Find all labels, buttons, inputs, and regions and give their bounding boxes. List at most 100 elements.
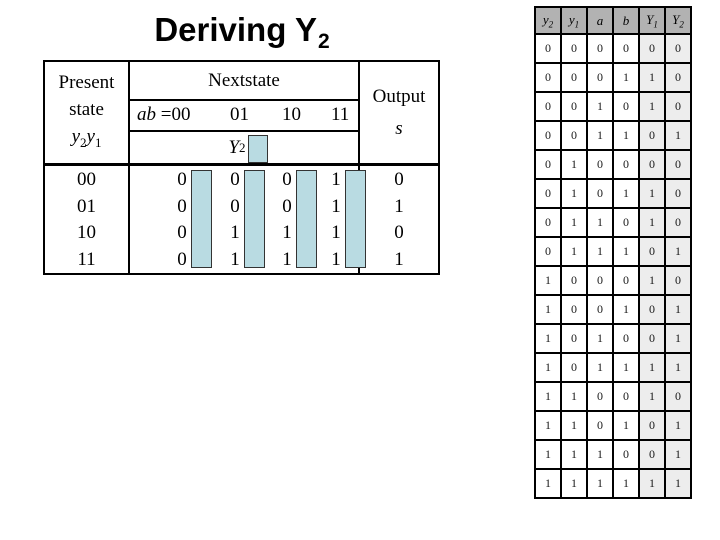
nextstate-value: 0 [230,195,240,217]
header-subscript: 1 [574,19,580,30]
nextstate-value: 0 [177,222,187,243]
truth-table-cell: 0 [638,149,666,180]
nextstate-value: 0 [177,195,187,217]
output-header-label: Output [372,85,426,107]
ab-label-group: ab =00 [137,101,190,129]
truth-table-cell: 0 [664,207,692,238]
truth-table-cell: 1 [664,410,692,441]
truth-table-cell: 0 [612,323,640,354]
truth-table-cell: 1 [586,207,614,238]
truth-table-cell: 0 [638,410,666,441]
truth-table-cell: 0 [586,294,614,325]
truth-table-cell: 0 [560,323,588,354]
truth-table-cell: 0 [612,265,640,296]
truth-table-cell: 0 [638,120,666,151]
nextstate-value: 1 [331,169,341,190]
truth-table-cell: 0 [664,33,692,64]
header-base: Y [672,11,680,27]
truth-table-cell: 0 [612,33,640,64]
nextstate-value: 1 [282,222,292,243]
present-state-header-line2: state [69,99,104,121]
truth-table-cell: 1 [664,352,692,383]
truth-table-cell: 1 [586,236,614,267]
truth-table-cell: 0 [560,294,588,325]
highlight-box [247,134,268,163]
highlight-box [191,170,212,268]
ab-equals: = [156,104,172,125]
truth-table-cell: 1 [534,323,562,354]
truth-table-cell: 1 [586,352,614,383]
truth-table-cell: 0 [586,265,614,296]
truth-table-cell: 0 [664,265,692,296]
ab-col-01: 01 [230,104,249,125]
truth-table-cell: 0 [586,33,614,64]
truth-table-cell: 1 [586,468,614,499]
highlight-box [296,170,317,268]
nextstate-value: 0 [282,169,292,190]
truth-table-cell: 0 [612,381,640,412]
truth-table-cell: 0 [534,178,562,209]
var-y1-sub: 1 [94,134,102,150]
ab-variable: ab [137,104,156,125]
truth-table-cell: 1 [638,468,666,499]
truth-table-header: a [586,6,614,35]
truth-table-cell: 1 [664,468,692,499]
truth-table-cell: 1 [560,381,588,412]
header-base: y [542,11,549,27]
present-state-value: 11 [77,248,96,270]
present-state-value: 01 [77,195,96,217]
nextstate-value: 0 [177,169,187,190]
present-state-header: Present state y2y1 [45,62,128,166]
truth-table-cell: 1 [638,352,666,383]
truth-table-cell: 0 [664,91,692,122]
truth-table-cell: 1 [534,381,562,412]
truth-table-cell: 1 [664,323,692,354]
truth-table-cell: 0 [534,62,562,93]
truth-table-cell: 1 [586,91,614,122]
output-value: 0 [394,222,404,243]
present-state-value: 00 [77,169,96,190]
truth-table-cell: 0 [534,207,562,238]
truth-table-header: Y1 [638,6,666,35]
truth-table-cell: 0 [638,294,666,325]
header-base: b [622,12,630,28]
truth-table-cell: 0 [560,33,588,64]
var-y1-base: y [86,126,95,148]
truth-table-cell: 1 [534,352,562,383]
truth-table-cell: 0 [612,439,640,470]
truth-table-cell: 0 [534,91,562,122]
truth-table-cell: 1 [612,468,640,499]
truth-table-cell: 1 [638,381,666,412]
highlight-box [345,170,366,268]
truth-table-cell: 1 [638,62,666,93]
highlight-box [244,170,265,268]
truth-table-cell: 0 [612,149,640,180]
truth-table-cell: 1 [560,236,588,267]
truth-table-cell: 1 [612,178,640,209]
truth-table-cell: 0 [586,381,614,412]
truth-table-cell: 1 [560,149,588,180]
truth-table-cell: 1 [534,410,562,441]
truth-table-cell: 1 [612,294,640,325]
truth-table-cell: 1 [534,265,562,296]
truth-table-cell: 0 [586,149,614,180]
nextstate-header: Nextstate [130,62,358,101]
truth-table-cell: 1 [560,439,588,470]
